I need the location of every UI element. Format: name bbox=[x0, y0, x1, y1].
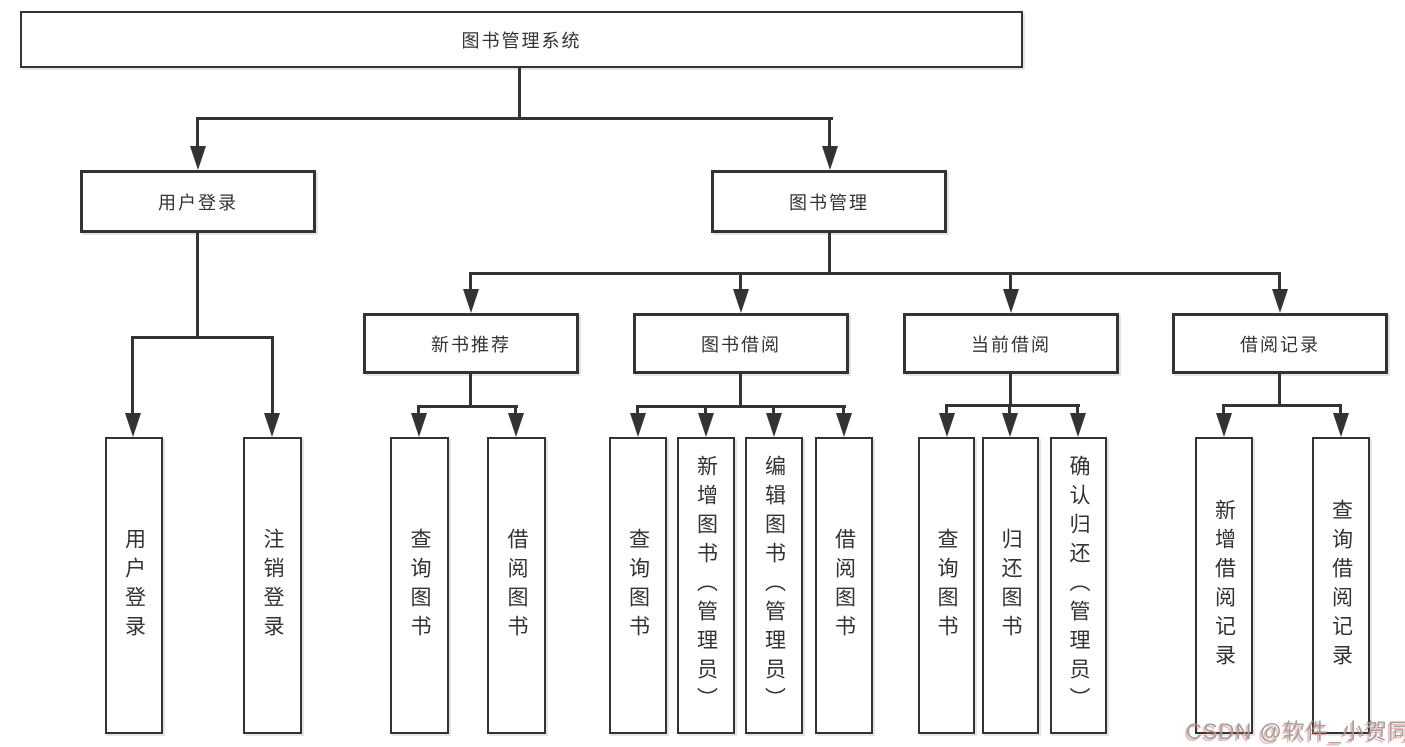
arrowhead-to-current-borrowing bbox=[1003, 289, 1019, 313]
node-label: 用户登录 bbox=[158, 192, 238, 213]
arrowhead-to-book-borrowing bbox=[733, 289, 749, 313]
connector-book-mgmt-drop-4 bbox=[1278, 272, 1281, 292]
connector-records-drop-1 bbox=[1222, 404, 1225, 416]
node-book-borrowing: 图书借阅 bbox=[633, 313, 849, 374]
connector-current-drop-2 bbox=[1008, 404, 1011, 416]
arrowhead-to-add-book bbox=[698, 413, 714, 437]
leaf-edit-book-admin: 编辑图书（管理员） bbox=[745, 437, 803, 734]
arrowhead-to-leaf-user-login bbox=[125, 413, 141, 437]
leaf-current-search-book: 查询图书 bbox=[918, 437, 975, 734]
connector-records-drop-2 bbox=[1339, 404, 1342, 416]
leaf-label: 用户登录 bbox=[122, 527, 146, 644]
node-label: 新书推荐 bbox=[431, 334, 511, 355]
connector-records-rail bbox=[1222, 404, 1342, 407]
leaf-logout: 注销登录 bbox=[243, 437, 302, 734]
connector-borrowing-drop-3 bbox=[772, 405, 775, 417]
arrowhead-to-current-search bbox=[939, 413, 955, 437]
leaf-label: 确认归还（管理员） bbox=[1067, 455, 1090, 716]
arrowhead-to-search-record bbox=[1333, 413, 1349, 437]
connector-current-drop-3 bbox=[1076, 404, 1079, 416]
connector-book-mgmt-drop-2 bbox=[739, 272, 742, 292]
arrowhead-to-edit-book bbox=[766, 413, 782, 437]
leaf-label: 借阅图书 bbox=[505, 527, 528, 644]
node-current-borrowing: 当前借阅 bbox=[903, 313, 1119, 374]
leaf-label: 查询借阅记录 bbox=[1329, 498, 1353, 673]
arrowhead-to-book-management bbox=[822, 146, 838, 170]
leaf-label: 查询图书 bbox=[408, 527, 431, 644]
arrowhead-to-borrowing-search bbox=[630, 413, 646, 437]
leaf-borrow-book: 借阅图书 bbox=[815, 437, 873, 734]
connector-current-stem bbox=[1009, 374, 1012, 407]
csdn-watermark: CSDN @软件_小贺同学 bbox=[1186, 719, 1405, 744]
arrowhead-to-new-book-recommend bbox=[463, 289, 479, 313]
arrowhead-to-user-login bbox=[190, 146, 206, 170]
connector-current-rail bbox=[945, 404, 1080, 407]
arrowhead-to-add-record bbox=[1216, 413, 1232, 437]
connector-records-stem bbox=[1278, 374, 1281, 407]
connector-root-drop-left bbox=[196, 117, 199, 150]
connector-borrowing-rail bbox=[636, 405, 846, 408]
leaf-return-book: 归还图书 bbox=[982, 437, 1039, 734]
connector-user-login-rail bbox=[131, 336, 274, 339]
arrowhead-to-recommend-borrow bbox=[508, 413, 524, 437]
connector-root-rail bbox=[196, 117, 833, 120]
connector-user-login-drop-1 bbox=[131, 336, 134, 416]
leaf-label: 新增图书（管理员） bbox=[694, 455, 718, 716]
arrowhead-to-recommend-search bbox=[411, 413, 427, 437]
arrowhead-to-return-book bbox=[1002, 413, 1018, 437]
arrowhead-to-leaf-logout bbox=[264, 413, 280, 437]
connector-borrowing-stem bbox=[739, 374, 742, 408]
leaf-user-login: 用户登录 bbox=[105, 437, 163, 734]
leaf-add-book-admin: 新增图书（管理员） bbox=[677, 437, 735, 734]
node-new-book-recommend: 新书推荐 bbox=[363, 313, 579, 374]
leaf-search-borrow-record: 查询借阅记录 bbox=[1312, 437, 1370, 734]
connector-current-drop-1 bbox=[945, 404, 948, 416]
connector-borrowing-drop-2 bbox=[704, 405, 707, 417]
leaf-label: 借阅图书 bbox=[832, 527, 856, 644]
connector-book-mgmt-drop-1 bbox=[469, 272, 472, 292]
connector-borrowing-drop-1 bbox=[636, 405, 639, 417]
arrowhead-to-borrowing-records bbox=[1272, 289, 1288, 313]
node-label: 图书管理 bbox=[789, 192, 869, 213]
arrowhead-to-borrow-book bbox=[836, 413, 852, 437]
node-borrowing-records: 借阅记录 bbox=[1172, 313, 1388, 374]
connector-book-mgmt-stem bbox=[828, 233, 831, 274]
node-label: 图书管理系统 bbox=[461, 30, 582, 51]
node-label: 借阅记录 bbox=[1240, 334, 1320, 355]
arrowhead-to-confirm-return bbox=[1070, 413, 1086, 437]
leaf-label: 注销登录 bbox=[261, 527, 284, 644]
connector-root-stem bbox=[518, 68, 521, 118]
leaf-confirm-return-admin: 确认归还（管理员） bbox=[1050, 437, 1107, 734]
leaf-label: 查询图书 bbox=[935, 527, 958, 644]
connector-recommend-rail bbox=[417, 405, 518, 408]
leaf-label: 编辑图书（管理员） bbox=[762, 455, 786, 716]
node-book-management: 图书管理 bbox=[711, 170, 947, 233]
node-label: 图书借阅 bbox=[701, 334, 781, 355]
connector-recommend-stem bbox=[469, 374, 472, 408]
node-user-login: 用户登录 bbox=[80, 170, 316, 233]
leaf-recommend-search-book: 查询图书 bbox=[390, 437, 449, 734]
connector-book-mgmt-rail bbox=[469, 272, 1281, 275]
leaf-label: 新增借阅记录 bbox=[1212, 498, 1236, 673]
connector-borrowing-drop-4 bbox=[842, 405, 845, 417]
node-library-management-system: 图书管理系统 bbox=[20, 11, 1023, 68]
leaf-add-borrow-record: 新增借阅记录 bbox=[1195, 437, 1253, 734]
connector-user-login-stem bbox=[196, 233, 199, 338]
leaf-label: 归还图书 bbox=[999, 527, 1022, 644]
leaf-recommend-borrow-book: 借阅图书 bbox=[487, 437, 546, 734]
connector-book-mgmt-drop-3 bbox=[1009, 272, 1012, 292]
connector-root-drop-right bbox=[828, 117, 831, 150]
connector-user-login-drop-2 bbox=[271, 336, 274, 416]
connector-recommend-drop-1 bbox=[417, 405, 420, 417]
leaf-label: 查询图书 bbox=[626, 527, 650, 644]
node-label: 当前借阅 bbox=[971, 334, 1051, 355]
leaf-borrow-search-book: 查询图书 bbox=[609, 437, 667, 734]
connector-recommend-drop-2 bbox=[514, 405, 517, 417]
